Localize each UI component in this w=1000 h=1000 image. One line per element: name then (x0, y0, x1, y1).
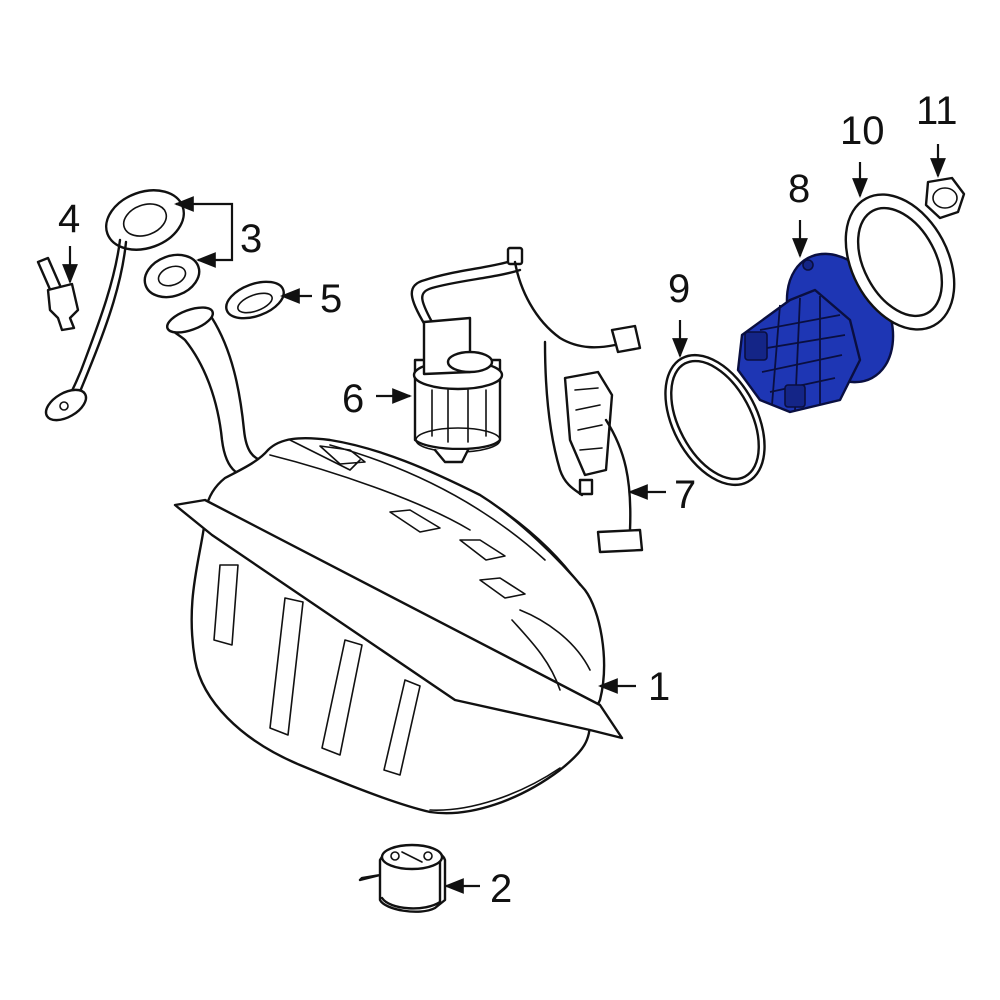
callout-8: 8 (788, 167, 810, 258)
callout-3: 3 (174, 196, 262, 268)
callout-2: 2 (444, 867, 512, 911)
fuel-pump-part-6[interactable] (410, 246, 642, 464)
callout-4-label: 4 (58, 197, 80, 241)
callout-9: 9 (668, 267, 690, 358)
callout-5-label: 5 (320, 277, 342, 321)
clip-part-4[interactable] (36, 256, 80, 332)
callout-6-label: 6 (342, 377, 364, 421)
level-sender-part-7[interactable] (543, 340, 644, 554)
callout-4: 4 (58, 197, 80, 284)
nut-part-11[interactable] (924, 176, 966, 220)
fuel-tank-part-1[interactable] (164, 302, 624, 815)
tank-cover-part-2[interactable] (358, 843, 447, 913)
callout-2-label: 2 (490, 867, 512, 911)
callout-5: 5 (280, 277, 342, 321)
callout-10-label: 10 (840, 109, 885, 153)
callout-7: 7 (628, 473, 696, 517)
filler-seal-part-3b[interactable] (139, 248, 205, 305)
lock-ring-part-10[interactable] (824, 176, 976, 348)
callout-3-label: 3 (240, 217, 262, 261)
seal-ring-part-9[interactable] (645, 338, 785, 501)
callout-11-label: 11 (916, 89, 958, 133)
callout-9-label: 9 (668, 267, 690, 311)
gasket-part-5[interactable] (221, 275, 288, 326)
callout-1-label: 1 (648, 665, 670, 709)
callout-6: 6 (342, 377, 412, 421)
callout-1: 1 (598, 665, 670, 709)
callout-7-label: 7 (674, 473, 696, 517)
callout-10: 10 (840, 109, 885, 198)
callout-8-label: 8 (788, 167, 810, 211)
callout-11: 11 (916, 89, 958, 178)
